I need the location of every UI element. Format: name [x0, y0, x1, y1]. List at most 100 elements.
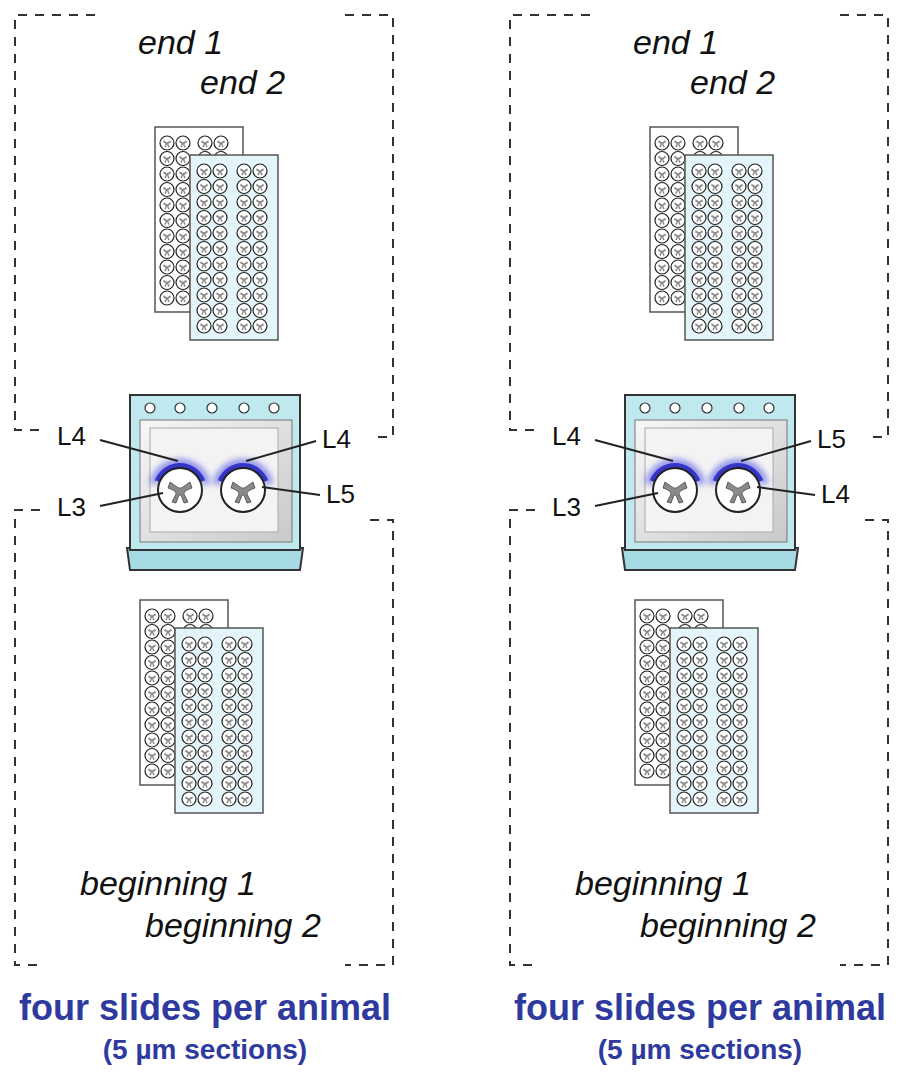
segment-label: L5	[326, 480, 355, 510]
grey-matter	[185, 688, 193, 695]
section-outline	[197, 273, 211, 287]
section-outline	[692, 319, 706, 333]
section-outline	[692, 164, 706, 178]
cassette-foot	[622, 548, 798, 570]
tissue-section	[656, 609, 670, 623]
dashed-bracket	[15, 510, 45, 965]
grey-matter	[680, 641, 688, 648]
cassette-frame	[130, 395, 300, 550]
dashed-bracket	[345, 15, 393, 437]
grey-matter	[200, 215, 208, 222]
grey-matter	[735, 215, 743, 222]
dashed-bracket	[840, 520, 888, 965]
grey-matter	[696, 641, 704, 648]
tissue-section	[692, 242, 706, 256]
section-outline	[693, 684, 707, 698]
tissue-section	[253, 257, 267, 271]
grey-matter	[659, 753, 667, 760]
tissue-section	[199, 609, 213, 623]
section-outline	[198, 761, 212, 775]
section-outline	[732, 164, 746, 178]
grey-matter	[256, 246, 264, 253]
tissue-section	[733, 668, 747, 682]
grey-matter	[201, 719, 209, 726]
tissue-section	[160, 291, 174, 305]
panel-subcaption: (5 µm sections)	[103, 1034, 307, 1066]
panel-caption: four slides per animal	[19, 987, 391, 1028]
panel-subcaption: (5 µm sections)	[598, 1034, 802, 1066]
tissue-section	[733, 715, 747, 729]
grey-matter	[231, 482, 255, 503]
section-outline	[693, 792, 707, 806]
section-outline	[671, 245, 685, 259]
grey-matter	[179, 280, 187, 287]
grey-matter	[216, 277, 224, 284]
grey-matter	[256, 230, 264, 237]
section-outline	[238, 699, 252, 713]
slide-pair	[140, 600, 263, 813]
tissue-section	[198, 761, 212, 775]
section-outline	[677, 637, 691, 651]
section-outline	[708, 319, 722, 333]
tissue-section	[161, 733, 175, 747]
section-outline	[198, 746, 212, 760]
tissue-section	[677, 777, 691, 791]
grey-matter	[164, 722, 172, 729]
tissue-section	[716, 468, 760, 512]
section-outline	[708, 180, 722, 194]
tissue-section	[709, 136, 723, 150]
section-outline	[693, 699, 707, 713]
section-outline	[677, 684, 691, 698]
tissue-section	[237, 288, 251, 302]
section-outline	[176, 291, 190, 305]
grey-matter	[200, 184, 208, 191]
section-outline	[160, 276, 174, 290]
grey-matter	[216, 323, 224, 330]
grey-matter	[736, 641, 744, 648]
tissue-section	[708, 273, 722, 287]
section-outline	[748, 164, 762, 178]
tissue-section	[238, 684, 252, 698]
tissue-section	[677, 699, 691, 713]
grey-matter	[240, 308, 248, 315]
section-outline	[655, 152, 669, 166]
tissue-section	[182, 653, 196, 667]
tissue-section	[656, 764, 670, 778]
tissue-section	[145, 671, 159, 685]
tissue-section	[213, 242, 227, 256]
tissue-section	[237, 226, 251, 240]
grey-matter	[163, 202, 171, 209]
grey-matter	[711, 184, 719, 191]
section-outline	[160, 229, 174, 243]
tissue-section	[158, 468, 202, 512]
tissue-section	[238, 777, 252, 791]
section-outline	[748, 319, 762, 333]
section-outline	[640, 702, 654, 716]
grey-matter	[163, 233, 171, 240]
section-outline	[238, 715, 252, 729]
tissue-section	[237, 319, 251, 333]
grey-matter	[201, 688, 209, 695]
section-outline	[732, 304, 746, 318]
section-outline	[197, 242, 211, 256]
section-outline	[708, 257, 722, 271]
tissue-section	[213, 257, 227, 271]
section-outline	[160, 260, 174, 274]
tissue-section	[238, 653, 252, 667]
tissue-section	[183, 609, 197, 623]
tissue-section	[145, 733, 159, 747]
grey-matter	[735, 261, 743, 268]
section-outline	[182, 699, 196, 713]
tissue-section	[693, 746, 707, 760]
grey-matter	[674, 171, 682, 178]
grey-matter	[241, 719, 249, 726]
cassette-hole	[175, 403, 185, 413]
grey-matter	[711, 168, 719, 175]
glass-slide	[670, 628, 758, 813]
section-outline	[671, 198, 685, 212]
section-outline	[213, 304, 227, 318]
tissue-section	[732, 180, 746, 194]
section-outline	[733, 761, 747, 775]
section-outline	[182, 792, 196, 806]
section-outline	[182, 653, 196, 667]
